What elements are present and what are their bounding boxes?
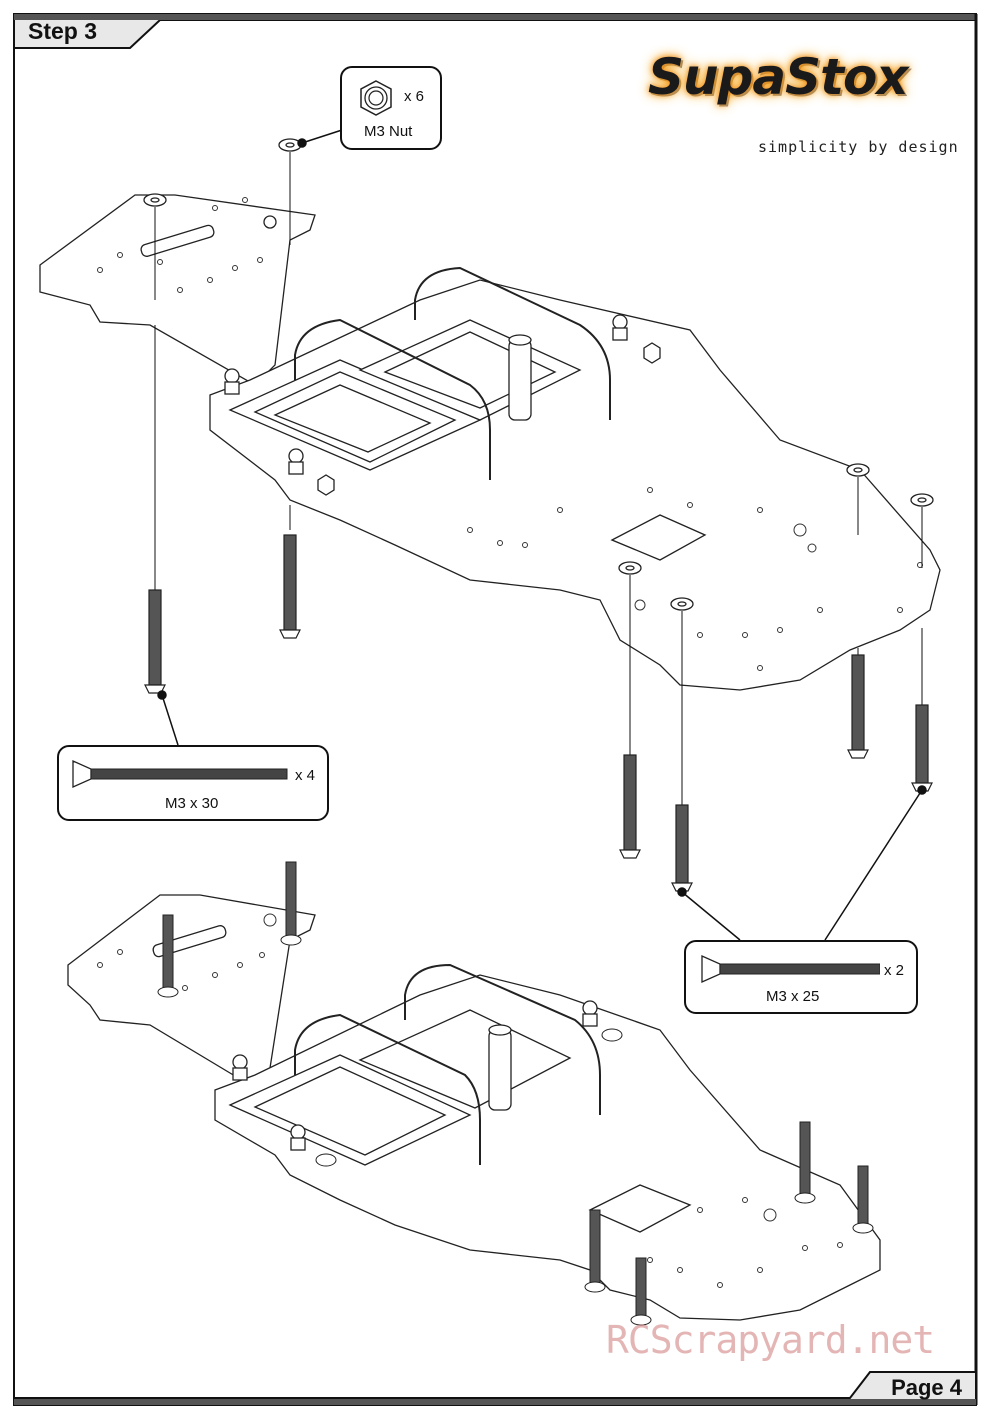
alignment-lines [154, 152, 923, 805]
screw-m3x30-icon [72, 759, 288, 789]
page-label: Page 4 [891, 1375, 962, 1400]
step-label: Step 3 [28, 18, 98, 44]
upper-chassis [39, 194, 941, 691]
lower-chassis [67, 894, 881, 1321]
exploded-nuts [143, 138, 934, 611]
nut-quantity: x 6 [404, 88, 425, 105]
brand-tagline: simplicity by design [758, 138, 959, 156]
brand-logo: SupaStox simplicity by design [600, 40, 960, 170]
screw30-name: M3 x 30 [165, 795, 219, 812]
step-header: Step 3 [14, 14, 164, 48]
installed-screws [157, 861, 874, 1326]
callout-m3x25-screw: x 2 M3 x 25 [684, 940, 918, 1014]
screw30-quantity: x 4 [295, 767, 316, 784]
brand-wordmark: SupaStox [648, 48, 909, 106]
main-plate-assembled [214, 974, 881, 1321]
exploded-screws [144, 534, 933, 892]
front-plate-assembled [67, 894, 316, 1086]
callout-m3-nut: x 6 M3 Nut [340, 66, 442, 150]
screw-m3x25-icon [701, 954, 880, 984]
screw25-quantity: x 2 [884, 962, 905, 979]
leader-lines [157, 129, 927, 941]
watermark: RCScrapyard.net [606, 1318, 935, 1362]
nut-icon [360, 80, 392, 116]
callout-m3x30-screw: x 4 M3 x 30 [57, 745, 329, 821]
header-bar [13, 13, 978, 1405]
screw25-name: M3 x 25 [766, 988, 820, 1005]
nut-name: M3 Nut [364, 123, 413, 140]
ball-studs [224, 314, 628, 475]
footer-bar [13, 1371, 977, 1406]
page-footer: Page 4 [822, 1371, 982, 1405]
